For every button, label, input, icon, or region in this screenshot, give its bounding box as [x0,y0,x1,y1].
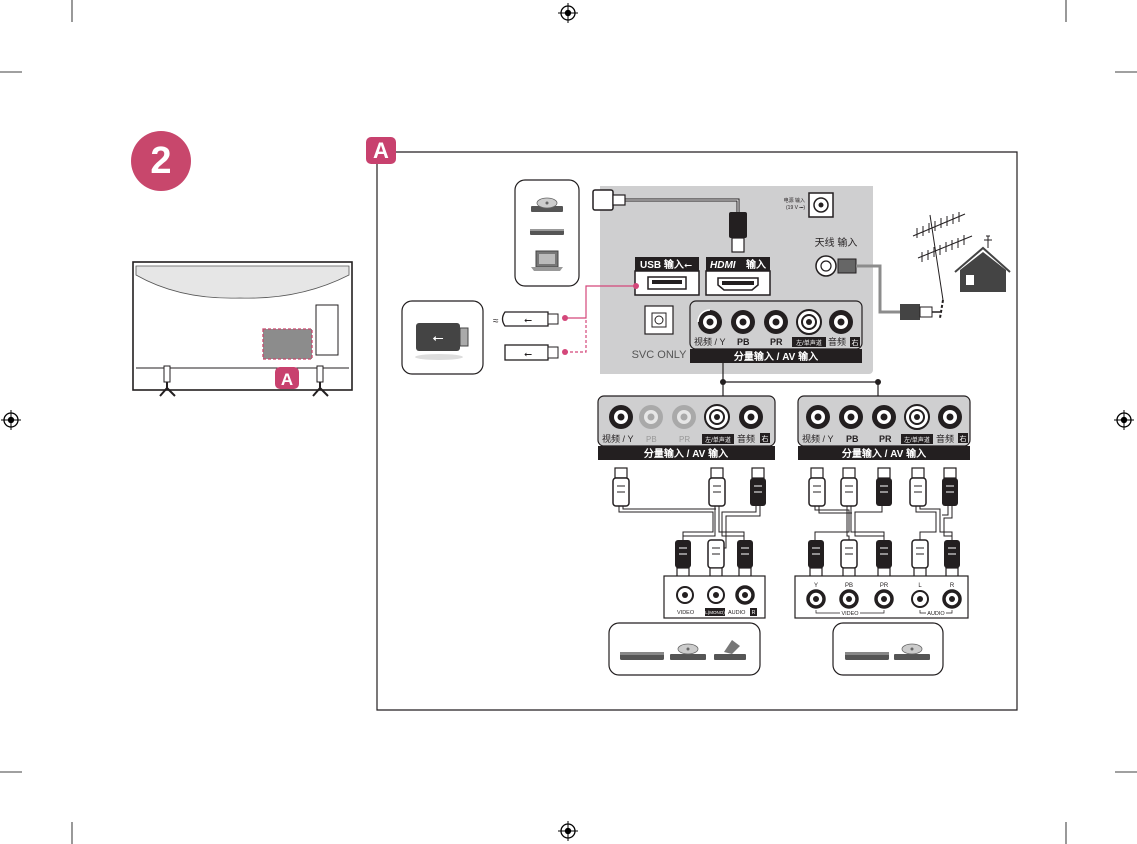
disc-player-icon [670,643,706,660]
composite-label-video-y: 视频 / Y [602,433,634,444]
source-left-video: VIDEO [677,610,695,616]
step-number: 2 [150,139,172,182]
component-label-video-y: 视频 / Y [802,433,834,444]
component-devices-box [832,622,944,676]
component-source-panel: Y PB PR L R VIDEO AUDIO [794,575,969,619]
composite-label-component-av: 分量输入 / AV 输入 [644,447,728,460]
blu-ray-player-icon [845,652,889,660]
tv-back-illustration: A [132,261,353,397]
source-right-pr: PR [880,583,889,589]
laptop-icon [531,250,563,271]
registration-mark-icon [557,2,579,24]
composite-label-left-mono: 左/单声道 [705,436,731,444]
usb-label: USB 输入 [640,258,684,271]
step-number-badge: 2 [131,131,191,191]
source-right-r: R [950,583,955,589]
antenna-cable [856,264,940,320]
composite-label-right: 右 [762,434,769,443]
svc-port: SVC ONLY [632,305,687,361]
house-icon [954,235,1011,292]
composite-devices-box [608,622,761,676]
antenna-jack: 天线 输入 [815,236,858,277]
power-jack-icon: 电源 输入 (19 V ⎓) [784,192,834,218]
usb-device-group: ⭠ [401,300,484,375]
source-right-l: L [918,583,922,589]
hdmi-suffix: 输入 [746,258,766,271]
registration-mark-icon [557,820,579,842]
svg-text:⭠: ⭠ [524,315,532,326]
component-label-right: 右 [960,434,967,443]
source-right-audio: AUDIO [927,611,945,617]
hdmi-cable [592,189,747,253]
component-cable-set [807,467,961,579]
antenna-icon [912,212,973,301]
component-label-audio: 音频 [936,433,954,444]
hdmi-port: HDMI 输入 [705,257,771,296]
panel-letter-badge: A [366,137,396,164]
svc-label: SVC ONLY [632,349,687,361]
composite-label-pb: PB [646,435,657,444]
registration-mark-icon [1113,409,1135,431]
tv-label-right: 右 [852,338,859,347]
hdmi-logo: HDMI [710,260,736,271]
usb-stick-icon: ⭠ [504,344,559,361]
power-label-2: (19 V ⎓) [786,205,805,211]
component-label-pr: PR [879,434,892,444]
tv-label-left-mono: 左/单声道 [796,339,822,347]
composite-label-audio: 音频 [737,433,755,444]
tv-label-pb: PB [737,337,750,347]
composite-source-panel: VIDEO L(MONO) AUDIO R [663,575,766,619]
disc-player-icon [531,197,563,212]
component-label-left-mono: 左/单声道 [904,436,930,444]
panel-frame [376,151,1018,711]
source-right-video: VIDEO [841,611,859,617]
svg-text:⭠: ⭠ [524,349,532,360]
source-left-r: R [752,610,756,616]
tv-label-video-y: 视频 / Y [694,336,726,347]
av-input-block-composite: 视频 / Y PB PR 左/单声道 音频 右 分量输入 / AV 输入 [597,395,776,460]
usb-symbol-icon: ⭠ [684,260,692,271]
usb-drive-icon: ⭠ [415,323,469,360]
power-label-1: 电源 输入 [784,197,805,204]
camcorder-icon [714,640,746,660]
blu-ray-player-icon [620,652,664,660]
blu-ray-player-icon [530,229,564,235]
usb-stick-icon: ≈ ⭠ [493,311,559,327]
source-left-audio: AUDIO [728,610,746,616]
tv-marker-letter: A [281,370,293,389]
composite-label-pr: PR [679,435,690,444]
tv-label-audio: 音频 [828,336,846,347]
source-right-pb: PB [845,583,853,589]
component-label-pb: PB [846,434,859,444]
av-input-block-component: 视频 / Y PB PR 左/单声道 音频 右 分量输入 / AV 输入 [797,395,971,460]
antenna-label: 天线 输入 [815,236,858,249]
tv-label-component-av: 分量输入 / AV 输入 [734,350,818,363]
tv-label-pr: PR [770,337,783,347]
registration-mark-icon [0,409,22,431]
tv-av-input-block: 视频 / Y PB PR 左/单声道 音频 右 分量输入 / AV 输入 [689,300,863,363]
source-right-y: Y [814,583,818,589]
component-label-component-av: 分量输入 / AV 输入 [842,447,926,460]
source-left-l-mono: L(MONO) [705,610,725,615]
svg-text:⭠: ⭠ [432,329,443,345]
panel-letter: A [373,137,389,163]
svg-text:≈: ≈ [493,316,499,327]
usb-port: USB 输入 ⭠ [634,257,700,296]
composite-cable-set [612,467,767,579]
disc-player-icon [894,643,930,660]
hdmi-device-group [514,179,580,287]
